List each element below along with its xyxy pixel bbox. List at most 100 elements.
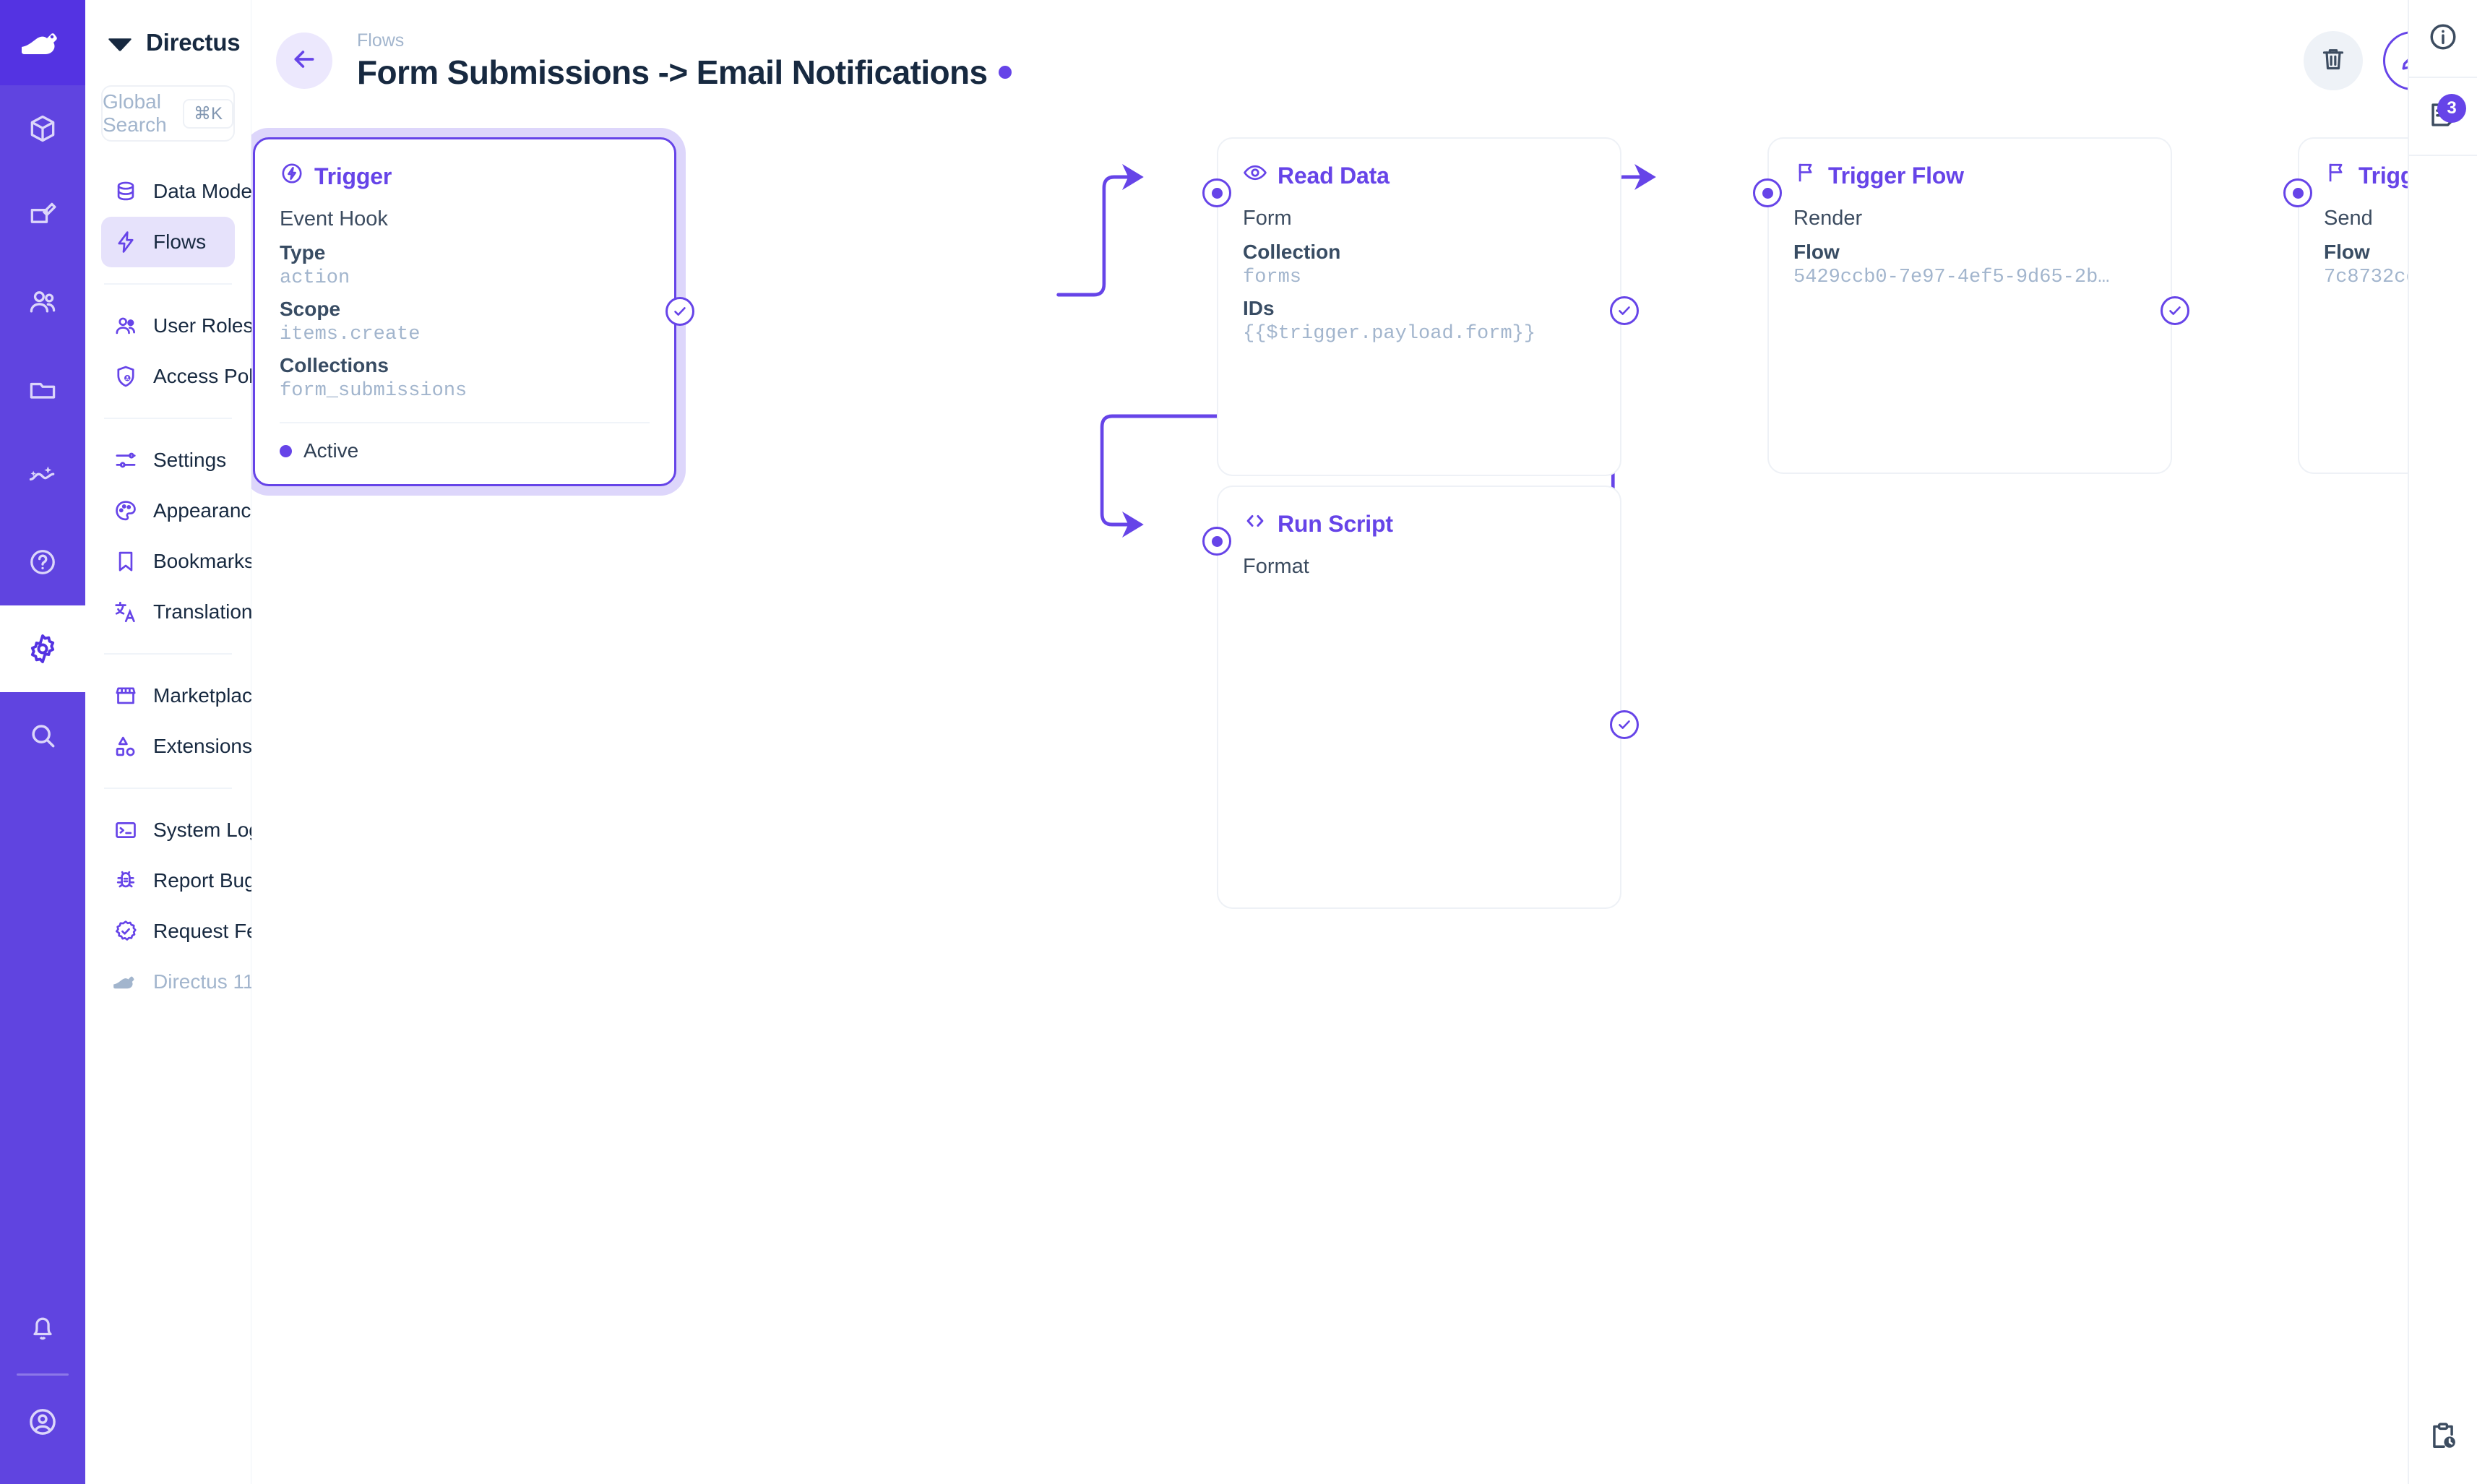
sidebar-item-appearance[interactable]: Appearance xyxy=(101,486,262,536)
node-field-key: IDs xyxy=(1243,297,1275,319)
trigger-output-port[interactable] xyxy=(665,297,694,326)
run-script-input-port[interactable] xyxy=(1202,527,1231,556)
directus-rabbit-logo-icon[interactable] xyxy=(0,0,85,85)
node-field-key: Scope xyxy=(280,298,341,320)
sidebar-item-label: System Logs xyxy=(153,819,270,841)
sidebar-item-label: Report Bug xyxy=(153,869,256,892)
content-module-button[interactable] xyxy=(0,85,85,172)
settings-sidebar: Directus Global Search ⌘K Data Model xyxy=(85,0,331,1484)
rail-divider xyxy=(17,1373,69,1376)
sidebar-item-translations[interactable]: Translations xyxy=(101,587,262,637)
sidebar-item-report-bug[interactable]: Report Bug xyxy=(101,855,256,906)
global-search-placeholder: Global Search xyxy=(103,90,167,136)
global-search-input[interactable]: Global Search ⌘K xyxy=(101,85,235,142)
module-rail xyxy=(0,0,85,1484)
flow-node-trigger[interactable]: Trigger Event Hook Type action Scope ite… xyxy=(253,137,694,486)
node-subtitle: Event Hook xyxy=(280,207,388,230)
send-input-port[interactable] xyxy=(2283,178,2312,207)
users-icon xyxy=(27,286,59,318)
node-subtitle: Format xyxy=(1243,555,1309,578)
box-icon xyxy=(27,113,59,144)
bolt-icon xyxy=(113,229,139,255)
breadcrumb[interactable]: Flows xyxy=(357,30,405,51)
node-field-value: {{$trigger.payload.form}} xyxy=(1243,323,1536,345)
module-rail-items xyxy=(0,85,85,779)
gear-icon xyxy=(26,632,59,665)
node-subtitle: Send xyxy=(2324,207,2373,230)
page-title-block: Flows Form Submissions -> Email Notifica… xyxy=(357,30,1012,92)
sidebar-item-label: Bookmarks xyxy=(153,550,255,572)
sidebar-item-user-roles[interactable]: User Roles xyxy=(101,301,253,351)
sidebar-item-system-logs[interactable]: System Logs xyxy=(101,805,270,855)
users-module-button[interactable] xyxy=(0,259,85,345)
sidebar-item-label: Data Model xyxy=(153,180,257,202)
users-icon xyxy=(113,313,139,339)
back-button[interactable] xyxy=(276,33,332,89)
search-module-button[interactable] xyxy=(0,692,85,779)
active-status-dot xyxy=(999,66,1012,79)
page-header: Flows Form Submissions -> Email Notifica… xyxy=(251,0,2477,121)
run-script-output-port[interactable] xyxy=(1610,710,1639,739)
flow-canvas[interactable]: Trigger Event Hook Type action Scope ite… xyxy=(251,121,2477,1484)
clipboard-clock-icon xyxy=(2427,1420,2459,1456)
sidebar-item-marketplace[interactable]: Marketplace Beta xyxy=(101,670,331,721)
info-sidebar-button[interactable] xyxy=(2408,0,2477,78)
sidebar-item-flows[interactable]: Flows xyxy=(101,217,235,267)
node-status-label: Active xyxy=(303,439,359,462)
flow-node-run-script[interactable]: Run Script Format xyxy=(1202,486,1639,909)
node-subtitle: Render xyxy=(1793,207,1863,230)
terminal-icon xyxy=(113,817,139,843)
sidebar-item-label: User Roles xyxy=(153,314,254,337)
sidebar-item-request-feature[interactable]: Request Feature xyxy=(101,906,304,957)
info-circle-icon xyxy=(2427,21,2459,56)
node-field-value: form_submissions xyxy=(280,380,468,402)
delete-flow-button[interactable] xyxy=(2304,31,2363,90)
sidebar-item-version: Directus 11.7.2 xyxy=(101,957,288,1007)
sidebar-item-label: Appearance xyxy=(153,499,263,522)
arrow-left-icon xyxy=(290,45,319,77)
global-search-shortcut: ⌘K xyxy=(182,98,233,129)
edge-trigger-to-read-data xyxy=(1056,175,1137,297)
directus-mark-icon xyxy=(107,30,133,56)
status-dot-icon xyxy=(280,444,292,457)
help-module-button[interactable] xyxy=(0,519,85,605)
tune-icon xyxy=(113,447,139,473)
folder-icon xyxy=(27,373,59,405)
sidebar-item-data-model[interactable]: Data Model xyxy=(101,166,257,217)
question-circle-icon xyxy=(27,546,59,578)
shapes-icon xyxy=(113,733,139,759)
sidebar-item-label: Translations xyxy=(153,600,263,623)
render-input-port[interactable] xyxy=(1753,178,1782,207)
sidebar-divider xyxy=(104,653,232,655)
user-account-button[interactable] xyxy=(0,1379,85,1465)
activity-count-badge: 3 xyxy=(2437,94,2466,123)
sidebar-item-bookmarks[interactable]: Bookmarks xyxy=(101,536,254,587)
editor-module-button[interactable] xyxy=(0,172,85,259)
node-body-spacer xyxy=(1243,345,1595,453)
read-data-input-port[interactable] xyxy=(1202,178,1231,207)
trash-icon xyxy=(2319,45,2348,77)
read-data-output-port[interactable] xyxy=(1610,296,1639,325)
insights-module-button[interactable] xyxy=(0,432,85,519)
activity-log-button[interactable]: 3 xyxy=(2408,78,2477,156)
notifications-button[interactable] xyxy=(0,1284,85,1371)
flow-logs-button[interactable] xyxy=(2408,1399,2477,1477)
sidebar-item-label: Marketplace xyxy=(153,684,264,707)
flow-node-read-data[interactable]: Read Data Form Collection forms IDs {{$t… xyxy=(1202,137,1639,476)
render-output-port[interactable] xyxy=(2161,296,2189,325)
node-field-value: items.create xyxy=(280,324,421,345)
files-module-button[interactable] xyxy=(0,345,85,432)
badge-check-icon xyxy=(113,918,139,944)
shield-user-icon xyxy=(113,363,139,389)
port-dot-icon xyxy=(1211,535,1223,547)
node-type-row: Run Script xyxy=(1243,509,1595,539)
sidebar-item-extensions[interactable]: Extensions xyxy=(101,721,252,772)
sidebar-item-settings[interactable]: Settings xyxy=(101,435,235,486)
node-field-key: Type xyxy=(280,241,326,264)
flow-node-trigger-flow-render[interactable]: Trigger Flow Render Flow 5429ccb0-7e97-4… xyxy=(1753,137,2189,474)
bookmark-icon xyxy=(113,548,139,574)
settings-module-button[interactable] xyxy=(0,605,85,692)
sidebar-item-access-policies[interactable]: Access Policies xyxy=(101,351,294,402)
account-circle-icon xyxy=(26,1405,59,1438)
